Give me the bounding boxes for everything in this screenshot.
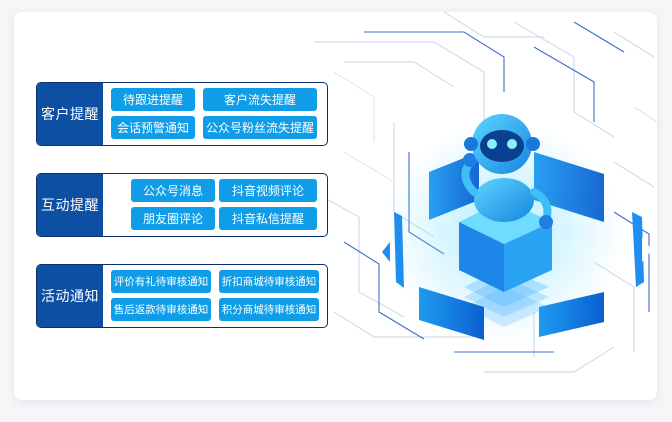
chip-follower-loss-reminder[interactable]: 公众号粉丝流失提醒 — [203, 116, 317, 139]
chip-follow-up-reminder[interactable]: 待跟进提醒 — [111, 88, 195, 111]
chip-points-mall-audit[interactable]: 积分商城待审核通知 — [219, 298, 319, 321]
group-customer-reminder: 客户提醒 待跟进提醒 客户流失提醒 会话预警通知 公众号粉丝流失提醒 — [36, 82, 328, 146]
chip-douyin-video-comment[interactable]: 抖音视频评论 — [219, 179, 317, 202]
chip-grid: 评价有礼待审核通知 折扣商城待审核通知 售后返款待审核通知 积分商城待审核通知 — [111, 270, 323, 324]
chip-customer-churn-reminder[interactable]: 客户流失提醒 — [203, 88, 317, 111]
chip-grid: 公众号消息 抖音视频评论 朋友圈评论 抖音私信提醒 — [111, 179, 323, 233]
chip-grid: 待跟进提醒 客户流失提醒 会话预警通知 公众号粉丝流失提醒 — [111, 88, 323, 142]
ai-robot-illustration-icon — [382, 114, 652, 342]
group-activity-notice: 活动通知 评价有礼待审核通知 折扣商城待审核通知 售后返款待审核通知 积分商城待… — [36, 264, 328, 328]
feature-card: 客户提醒 待跟进提醒 客户流失提醒 会话预警通知 公众号粉丝流失提醒 互动提醒 … — [14, 12, 657, 400]
chip-official-account-message[interactable]: 公众号消息 — [131, 179, 215, 202]
group-interaction-reminder: 互动提醒 公众号消息 抖音视频评论 朋友圈评论 抖音私信提醒 — [36, 173, 328, 237]
chip-review-gift-audit[interactable]: 评价有礼待审核通知 — [111, 270, 211, 293]
group-label-interaction-reminder: 互动提醒 — [37, 174, 103, 236]
chip-moments-comment[interactable]: 朋友圈评论 — [131, 207, 215, 230]
chip-session-warning[interactable]: 会话预警通知 — [111, 116, 195, 139]
group-label-activity-notice: 活动通知 — [37, 265, 103, 327]
chip-douyin-dm-reminder[interactable]: 抖音私信提醒 — [219, 207, 317, 230]
group-label-customer-reminder: 客户提醒 — [37, 83, 103, 145]
chip-after-sale-refund-audit[interactable]: 售后返款待审核通知 — [111, 298, 211, 321]
chip-discount-mall-audit[interactable]: 折扣商城待审核通知 — [219, 270, 319, 293]
